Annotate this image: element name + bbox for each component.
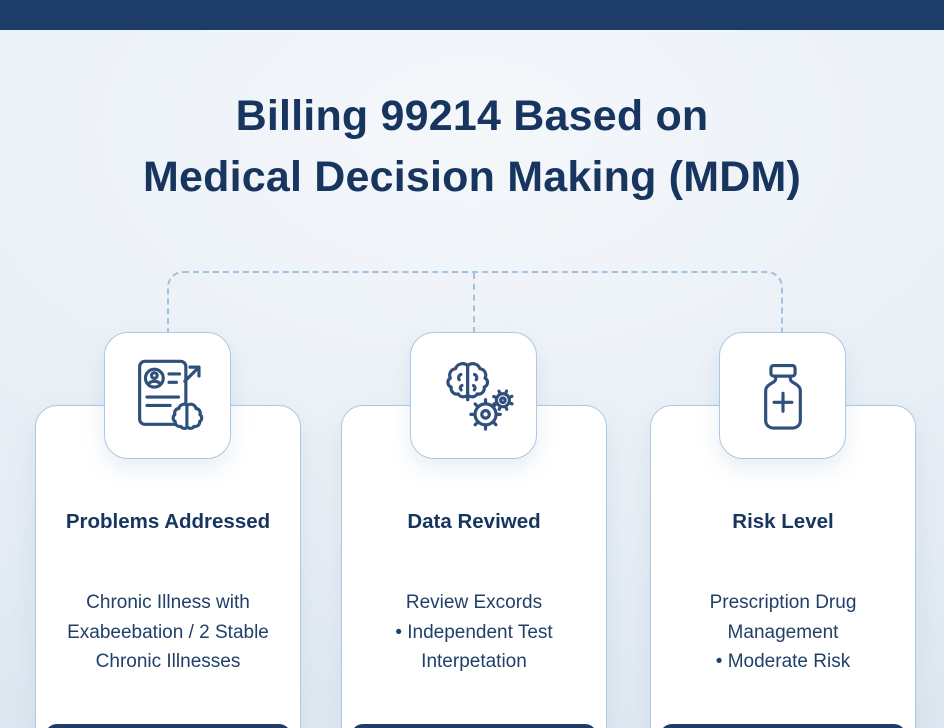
report-brain-icon (137, 359, 203, 430)
top-accent-bar (0, 0, 944, 30)
card-footer-accent (660, 724, 906, 728)
card-title: Risk Level (732, 510, 834, 533)
connector-branch-lines (167, 271, 783, 333)
page-title: Billing 99214 Based on Medical Decision … (142, 92, 802, 201)
icon-box-problems-addressed (104, 332, 231, 459)
icon-box-data-reviewed (410, 332, 537, 459)
card-title: Data Reviwed (407, 510, 541, 533)
card-footer-accent (351, 724, 597, 728)
card-body: Prescription Drug Management • Moderate … (709, 592, 857, 672)
brain-gears-icon (445, 361, 514, 431)
card-footer-accent (45, 724, 291, 728)
medicine-bottle-icon (763, 363, 802, 430)
icon-box-risk-level (719, 332, 846, 459)
small-gear (491, 388, 514, 411)
card-body: Chronic Illness with Exabeebation / 2 St… (67, 592, 269, 672)
connector-center-line (473, 273, 475, 333)
card-body: Review Excords • Independent Test Interp… (395, 592, 553, 672)
card-title: Problems Addressed (65, 510, 271, 533)
